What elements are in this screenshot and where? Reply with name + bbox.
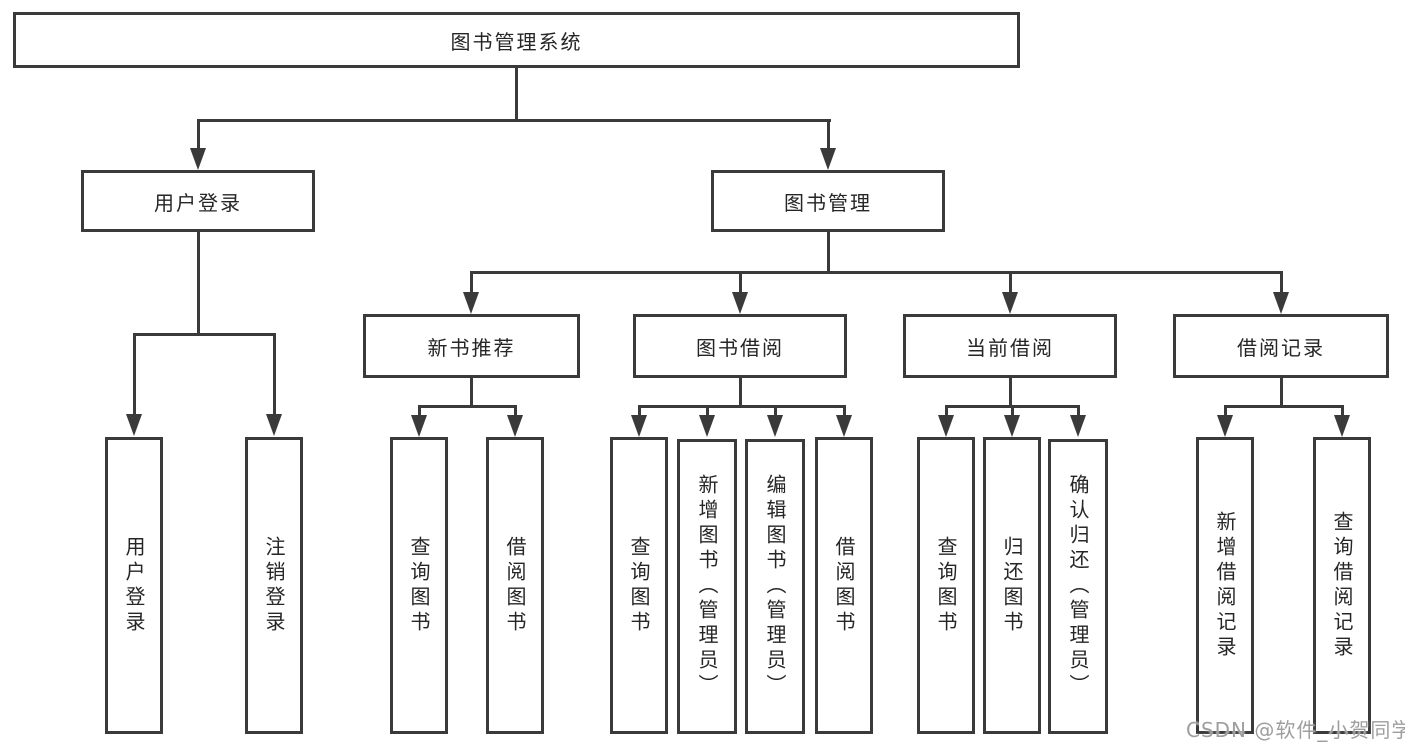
arrowhead-down-icon [699,415,715,437]
leaf-borrow-query-books-label: 查询图书 [627,535,651,636]
connector-line [133,333,136,415]
leaf-query-borrow-record-label: 查询借阅记录 [1330,510,1354,661]
leaf-return-books-label: 归还图书 [1000,535,1024,636]
leaf-edit-books-admin-label: 编辑图书（管理员） [763,474,787,699]
connector-line [843,405,846,416]
leaf-add-books-admin-label: 新增图书（管理员） [695,474,719,699]
arrowhead-down-icon [411,415,427,437]
leaf-user-login-label: 用户登录 [122,535,146,636]
leaf-add-books-admin: 新增图书（管理员） [677,439,737,734]
connector-line [470,271,1282,274]
connector-line [1224,405,1343,408]
leaf-recommend-borrow-books-label: 借阅图书 [503,535,527,636]
connector-line [706,405,709,416]
connector-line [470,378,473,407]
leaf-return-books: 归还图书 [983,437,1041,734]
leaf-logout-label: 注销登录 [262,535,286,636]
connector-line [638,405,845,408]
arrowhead-down-icon [1273,292,1289,314]
arrowhead-down-icon [938,415,954,437]
arrowhead-down-icon [190,148,206,170]
connector-line [514,405,517,416]
connector-line [1280,378,1283,407]
leaf-current-query-books: 查询图书 [917,437,975,734]
arrowhead-down-icon [732,292,748,314]
connector-line [197,119,200,149]
connector-line [1224,405,1227,416]
arrowhead-down-icon [126,414,142,436]
connector-line [197,232,200,335]
leaf-edit-books-admin: 编辑图书（管理员） [745,439,805,734]
csdn-watermark: CSDN @软件_小贺同学 [1186,718,1405,742]
node-book-borrow-label: 图书借阅 [696,335,784,360]
leaf-add-borrow-record: 新增借阅记录 [1196,437,1254,734]
connector-line [418,405,516,408]
node-borrow-records: 借阅记录 [1173,314,1389,378]
leaf-add-borrow-record-label: 新增借阅记录 [1213,510,1237,661]
node-current-borrow: 当前借阅 [903,314,1117,378]
node-book-management-label: 图书管理 [784,190,872,215]
leaf-confirm-return-admin-label: 确认归还（管理员） [1066,474,1090,699]
node-new-book-recommend-label: 新书推荐 [427,335,516,360]
arrowhead-down-icon [767,415,783,437]
node-current-borrow-label: 当前借阅 [966,335,1054,360]
leaf-current-query-books-label: 查询图书 [934,535,958,636]
connector-line [515,68,518,120]
arrowhead-down-icon [631,415,647,437]
arrowhead-down-icon [836,415,852,437]
connector-line [1077,405,1080,416]
leaf-confirm-return-admin: 确认归还（管理员） [1048,439,1108,734]
node-root: 图书管理系统 [13,12,1020,68]
connector-line [273,333,276,415]
connector-line [827,119,830,149]
connector-line [1009,271,1012,293]
leaf-borrow-query-books: 查询图书 [610,437,668,734]
connector-line [827,232,830,273]
node-user-login-label: 用户登录 [154,190,242,215]
connector-line [418,405,421,416]
arrowhead-down-icon [266,414,282,436]
leaf-recommend-borrow-books: 借阅图书 [486,437,544,734]
connector-line [739,378,742,407]
connector-line [638,405,641,416]
connector-line [197,119,831,122]
arrowhead-down-icon [507,415,523,437]
arrowhead-down-icon [1334,415,1350,437]
arrowhead-down-icon [1002,292,1018,314]
arrowhead-down-icon [820,148,836,170]
connector-line [470,271,473,293]
arrowhead-down-icon [463,292,479,314]
leaf-recommend-query-books-label: 查询图书 [407,535,431,636]
connector-line [1009,378,1012,407]
arrowhead-down-icon [1217,415,1233,437]
connector-line [133,333,275,336]
connector-line [739,271,742,293]
leaf-query-borrow-record: 查询借阅记录 [1313,437,1371,734]
leaf-user-login: 用户登录 [105,437,163,734]
leaf-borrow-borrow-books: 借阅图书 [815,437,873,734]
leaf-recommend-query-books: 查询图书 [390,437,448,734]
connector-line [1011,405,1014,416]
node-book-management: 图书管理 [711,170,945,232]
arrowhead-down-icon [1004,415,1020,437]
connector-line [945,405,948,416]
node-borrow-records-label: 借阅记录 [1237,335,1325,360]
node-book-borrow: 图书借阅 [633,314,847,378]
connector-line [774,405,777,416]
node-user-login: 用户登录 [81,170,315,232]
node-new-book-recommend: 新书推荐 [363,314,580,378]
node-root-label: 图书管理系统 [450,29,583,54]
arrowhead-down-icon [1070,415,1086,437]
leaf-logout: 注销登录 [245,437,303,734]
connector-line [1341,405,1344,416]
leaf-borrow-borrow-books-label: 借阅图书 [832,535,856,636]
connector-line [1280,271,1283,293]
